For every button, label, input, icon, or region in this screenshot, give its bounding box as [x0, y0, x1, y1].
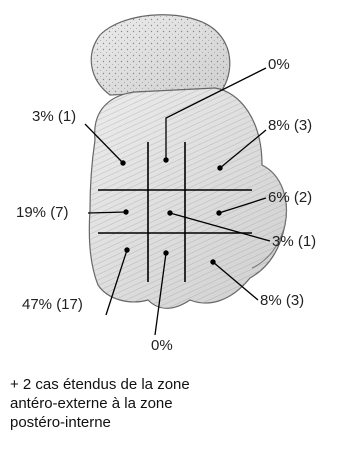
label-middle-left: 19% (7) [16, 205, 69, 221]
label-center: 3% (1) [272, 234, 316, 250]
label-lower-left: 47% (17) [22, 297, 83, 313]
label-middle-right: 6% (2) [268, 190, 312, 206]
caption-line-1: + 2 cas étendus de la zone [10, 375, 190, 394]
label-bottom-center: 0% [151, 338, 173, 354]
label-upper-right: 8% (3) [268, 118, 312, 134]
caption-line-3: postéro-interne [10, 413, 190, 432]
bone-shape [89, 15, 286, 308]
caption-line-2: antéro-externe à la zone [10, 394, 190, 413]
label-top-center: 0% [268, 57, 290, 73]
label-upper-left: 3% (1) [32, 109, 76, 125]
label-lower-right: 8% (3) [260, 293, 304, 309]
caption: + 2 cas étendus de la zone antéro-extern… [10, 375, 190, 432]
